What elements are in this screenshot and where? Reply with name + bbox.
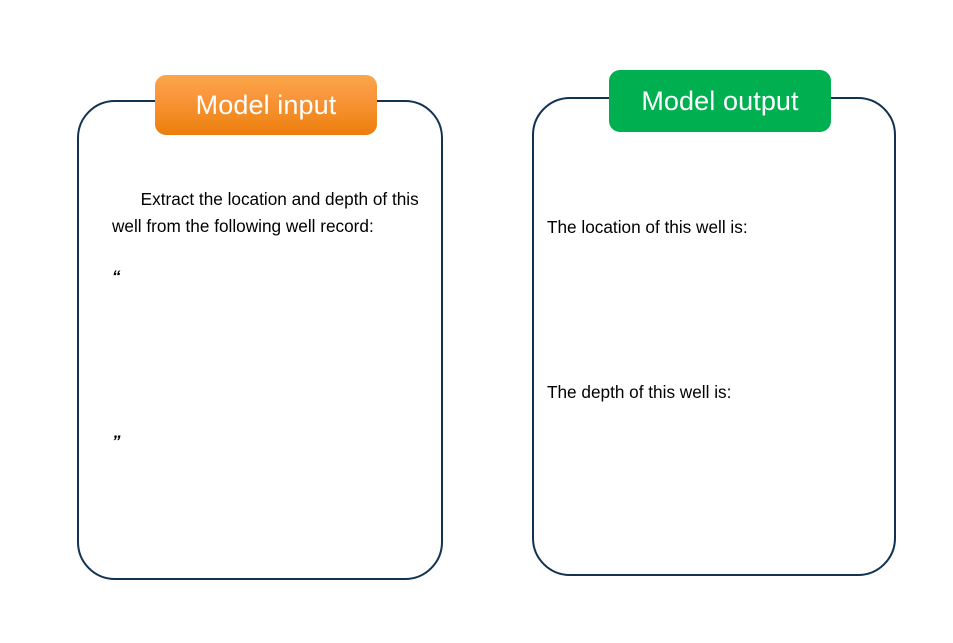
output-line-spacer — [547, 297, 876, 324]
model-output-panel: The location of this well is: The depth … — [532, 97, 896, 576]
model-input-badge: Model input — [155, 75, 377, 135]
model-output-badge: Model output — [609, 70, 831, 132]
output-line-depth: The depth of this well is: — [547, 381, 732, 402]
record-placeholder-area — [112, 343, 423, 376]
model-input-body: Extract the location and depth of this w… — [112, 158, 423, 508]
model-output-body: The location of this well is: The depth … — [547, 159, 876, 461]
output-line-location: The location of this well is: — [547, 217, 748, 237]
model-input-panel: Extract the location and depth of this w… — [77, 100, 443, 580]
closing-quote-mark: ” — [112, 432, 121, 451]
model-input-badge-label: Model input — [195, 89, 337, 120]
prompt-text: Extract the location and depth of this w… — [112, 188, 424, 237]
model-output-badge-label: Model output — [641, 85, 799, 116]
opening-quote-mark: “ — [112, 267, 121, 286]
